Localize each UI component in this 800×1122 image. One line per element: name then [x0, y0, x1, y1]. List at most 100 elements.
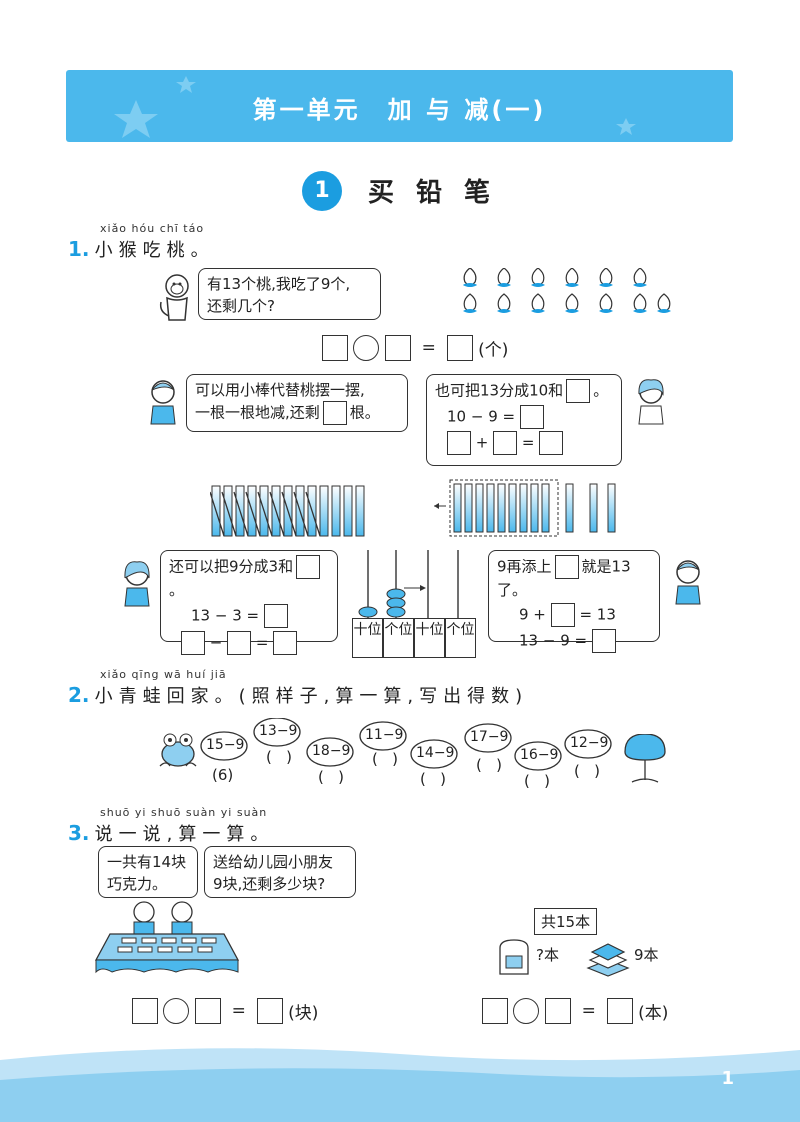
answer-box[interactable]: [194, 998, 221, 1024]
answer-box[interactable]: [256, 998, 283, 1024]
answer-box[interactable]: [446, 335, 473, 361]
leaf-expression: 12−9: [570, 735, 609, 751]
answer-box[interactable]: [544, 998, 571, 1024]
answer-box[interactable]: [322, 401, 347, 425]
answer-box[interactable]: [519, 405, 544, 429]
boy-icon: [675, 560, 701, 605]
answer-box[interactable]: [606, 998, 633, 1024]
leaf-expression: 13−9: [259, 723, 298, 739]
equation-text: 9 +: [519, 605, 546, 624]
footer-wave: [0, 1048, 800, 1122]
lily-pad-icon: [359, 721, 407, 751]
answer-box[interactable]: [539, 431, 564, 455]
leaf-expression: 18−9: [312, 743, 351, 759]
place-value-cell: 个位: [383, 618, 414, 658]
q2-pinyin: xiǎo qīng wā huí jiā: [100, 668, 227, 681]
answer-box[interactable]: [554, 555, 579, 579]
bag-books-label: ?本: [536, 946, 559, 964]
leaf-expression: 15−9: [206, 737, 245, 753]
operator-circle[interactable]: [163, 998, 190, 1024]
q3-pinyin: shuō yi shuō suàn yi suàn: [100, 806, 268, 819]
leaf-expression: 16−9: [520, 747, 559, 763]
answer-paren[interactable]: ( ): [574, 762, 601, 780]
answer-paren[interactable]: ( ): [524, 772, 551, 790]
answer-box[interactable]: [493, 431, 518, 455]
answer-box[interactable]: [227, 631, 252, 655]
example-answer: 6: [217, 766, 228, 784]
answer-box[interactable]: [482, 998, 508, 1024]
unit-label: (个): [478, 340, 509, 361]
answer-box[interactable]: [550, 603, 575, 627]
leaf-expression: 17−9: [470, 729, 509, 745]
lesson-title: 买铅笔: [368, 178, 513, 208]
bubble-line: 就是13了。: [497, 557, 631, 600]
unit-label: (块): [288, 1003, 319, 1024]
bubble-line: 巧克力。: [107, 875, 168, 893]
answer-paren[interactable]: ( ): [266, 748, 293, 766]
lily-pad-icon: [200, 731, 248, 761]
girl-icon: [124, 561, 150, 607]
leaf-expression: 11−9: [365, 727, 404, 743]
page-number: 1: [721, 1068, 734, 1089]
answer-box[interactable]: [181, 631, 205, 655]
answer-box[interactable]: [132, 998, 158, 1024]
place-value-cell: 十位: [414, 618, 445, 658]
answer-paren[interactable]: ( ): [318, 768, 345, 786]
sticks-left-icon: [210, 485, 365, 537]
bubble-line: 。: [593, 381, 609, 400]
operator-circle[interactable]: [513, 998, 540, 1024]
bubble-line: 可以用小棒代替桃摆一摆,: [195, 381, 365, 399]
girl-icon: [638, 379, 664, 425]
bubble-line: 。: [169, 581, 185, 599]
lily-pads: [200, 718, 612, 771]
answer-box[interactable]: [591, 629, 616, 653]
place-value-table: 十位 个位 十位 个位: [352, 618, 476, 658]
books-stack-icon: [586, 943, 630, 977]
given-books-label: 9本: [634, 946, 659, 964]
place-value-cell: 个位: [445, 618, 476, 658]
boy-speech-bubble: 可以用小棒代替桃摆一摆, 一根一根地减,还剩根。: [186, 374, 408, 432]
equation-text: 13 − 9 =: [519, 631, 588, 650]
bubble-line: 也可把13分成10和: [435, 381, 564, 400]
unit-label: (本): [638, 1003, 669, 1024]
peaches-icon: [462, 268, 672, 314]
star-decoration-icon: [114, 76, 636, 138]
unit-title: 第一单元 加 与 减(一): [252, 96, 547, 124]
q3-title: 说一说,算一算。: [94, 824, 275, 845]
answer-paren[interactable]: ( ): [372, 750, 399, 768]
equation-text: 13 − 3 =: [191, 606, 260, 625]
abacus-icon: [358, 550, 459, 618]
monkey-speech-bubble: 有13个桃,我吃了9个, 还剩几个?: [198, 268, 381, 320]
q1-equation: = (个): [322, 335, 508, 361]
answer-box[interactable]: [296, 555, 321, 579]
answer-box[interactable]: [273, 631, 298, 655]
lily-pad-icon: [410, 739, 458, 769]
lily-pad-icon: [514, 741, 562, 771]
answer-box[interactable]: [322, 335, 348, 361]
bubble-line: 9再添上: [497, 557, 552, 576]
bubble-line: 9块,还剩多少块?: [213, 875, 326, 893]
sticks-bundle-icon: [434, 479, 616, 537]
answer-box[interactable]: [263, 604, 288, 628]
girl2-speech-bubble: 还可以把9分成3和。 13 − 3 = − =: [160, 550, 338, 655]
monkey-icon: [159, 274, 189, 321]
q2-number: 2.: [68, 683, 90, 707]
bubble-line: 一根一根地减,还剩: [195, 403, 320, 422]
equation-text: 10 − 9 =: [447, 407, 516, 426]
operator-circle[interactable]: [353, 335, 380, 361]
total-books-label: 共15本: [534, 908, 598, 935]
bubble-line: 还可以把9分成3和: [169, 557, 294, 576]
boy2-speech-bubble: 9再添上就是13了。 9 + = 13 13 − 9 =: [488, 550, 660, 653]
answer-box[interactable]: [384, 335, 411, 361]
kids-speech-bubble: 一共有14块 巧克力。: [98, 846, 198, 898]
lily-pad-icon: [564, 729, 612, 759]
lotus-leaf-icon: [624, 734, 666, 783]
bubble-line: 还剩几个?: [207, 297, 275, 315]
q3b-equation: = (本): [482, 998, 668, 1024]
answer-paren[interactable]: ( ): [420, 770, 447, 788]
answer-paren[interactable]: ( ): [476, 756, 503, 774]
q3-number: 3.: [68, 821, 90, 845]
answer-paren[interactable]: (6): [212, 766, 234, 784]
answer-box[interactable]: [447, 431, 471, 455]
answer-box[interactable]: [566, 379, 591, 403]
